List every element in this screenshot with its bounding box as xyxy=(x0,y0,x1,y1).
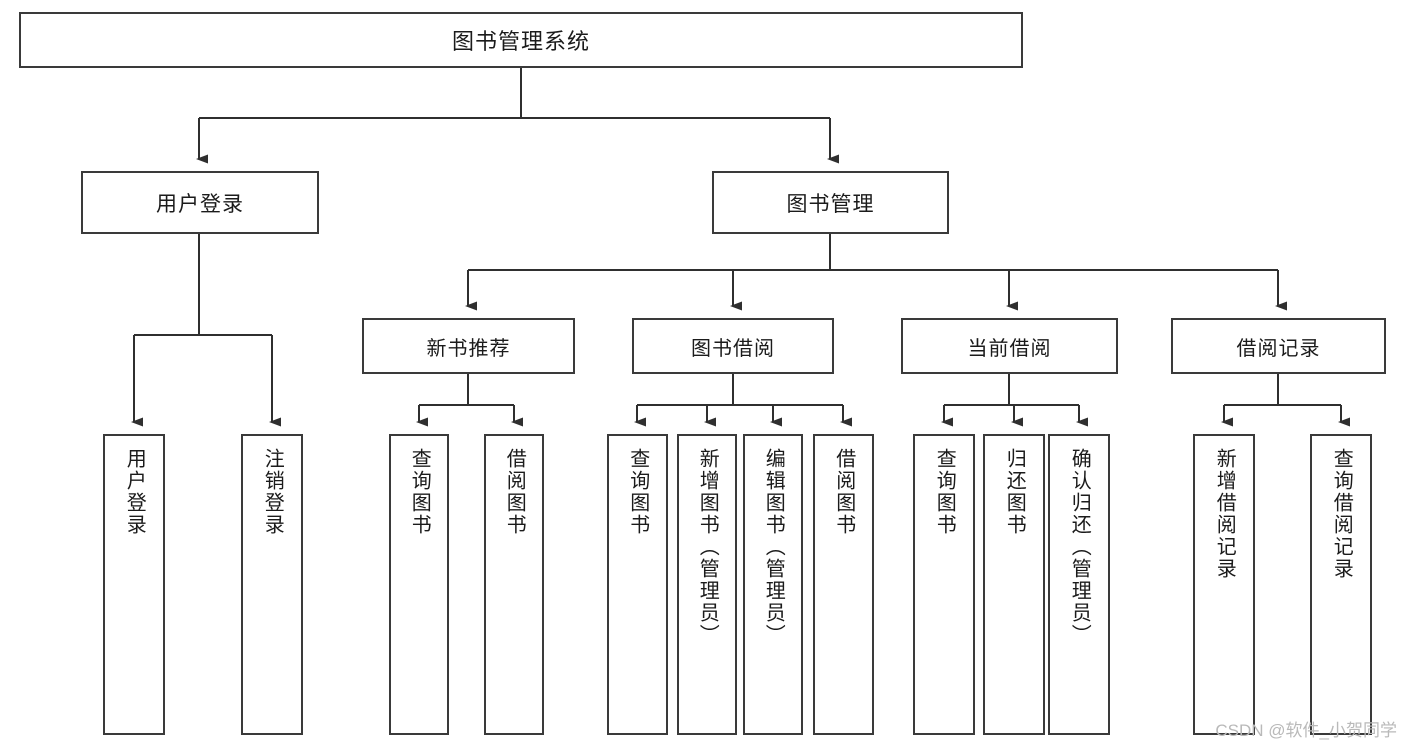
node-leaf-query-borrow-record[interactable]: 查询借阅记录 xyxy=(1310,434,1372,735)
node-leaf-query-book-current[interactable]: 查询图书 xyxy=(913,434,975,735)
node-leaf-add-borrow-record[interactable]: 新增借阅记录 xyxy=(1193,434,1255,735)
watermark: CSDN @软件_小贺同学 xyxy=(1215,721,1397,740)
node-leaf-logout-login[interactable]: 注销登录 xyxy=(241,434,303,735)
node-leaf-add-book-admin-label: 新增图书（管理员） xyxy=(696,448,719,646)
node-leaf-query-borrow-record-label: 查询借阅记录 xyxy=(1330,448,1353,580)
node-root-label: 图书管理系统 xyxy=(451,29,590,54)
node-leaf-add-book-admin[interactable]: 新增图书（管理员） xyxy=(677,434,737,735)
node-leaf-query-book-rec[interactable]: 查询图书 xyxy=(389,434,449,735)
node-leaf-logout-login-label: 注销登录 xyxy=(261,448,284,536)
node-leaf-query-book-borrow-label: 查询图书 xyxy=(626,448,649,536)
node-leaf-borrow-book[interactable]: 借阅图书 xyxy=(813,434,874,735)
node-leaf-confirm-return-admin[interactable]: 确认归还（管理员） xyxy=(1048,434,1110,735)
node-leaf-edit-book-admin-label: 编辑图书（管理员） xyxy=(762,448,785,646)
node-borrow-record-label: 借阅记录 xyxy=(1236,337,1321,360)
node-current-borrow[interactable]: 当前借阅 xyxy=(901,318,1118,374)
node-borrow-record[interactable]: 借阅记录 xyxy=(1171,318,1386,374)
node-leaf-borrow-book-rec-label: 借阅图书 xyxy=(503,448,526,536)
node-leaf-query-book-current-label: 查询图书 xyxy=(933,448,956,536)
node-leaf-user-login-label: 用户登录 xyxy=(123,448,146,536)
node-current-borrow-label: 当前借阅 xyxy=(967,337,1052,360)
node-leaf-query-book-borrow[interactable]: 查询图书 xyxy=(607,434,668,735)
node-book-manage-label: 图书管理 xyxy=(786,192,875,216)
node-leaf-borrow-book-rec[interactable]: 借阅图书 xyxy=(484,434,544,735)
node-user-login-label: 用户登录 xyxy=(156,192,244,216)
node-leaf-return-book[interactable]: 归还图书 xyxy=(983,434,1045,735)
node-leaf-query-book-rec-label: 查询图书 xyxy=(408,448,431,536)
node-leaf-borrow-book-label: 借阅图书 xyxy=(832,448,855,536)
node-root[interactable]: 图书管理系统 xyxy=(19,12,1023,68)
node-leaf-return-book-label: 归还图书 xyxy=(1003,448,1026,536)
node-book-borrow-label: 图书借阅 xyxy=(691,337,775,360)
node-new-book-recommend-label: 新书推荐 xyxy=(426,337,511,360)
node-new-book-recommend[interactable]: 新书推荐 xyxy=(362,318,575,374)
node-book-manage[interactable]: 图书管理 xyxy=(712,171,949,234)
node-leaf-edit-book-admin[interactable]: 编辑图书（管理员） xyxy=(743,434,803,735)
node-book-borrow[interactable]: 图书借阅 xyxy=(632,318,834,374)
node-user-login[interactable]: 用户登录 xyxy=(81,171,319,234)
node-leaf-user-login[interactable]: 用户登录 xyxy=(103,434,165,735)
node-leaf-add-borrow-record-label: 新增借阅记录 xyxy=(1213,448,1236,580)
node-leaf-confirm-return-admin-label: 确认归还（管理员） xyxy=(1068,448,1091,646)
